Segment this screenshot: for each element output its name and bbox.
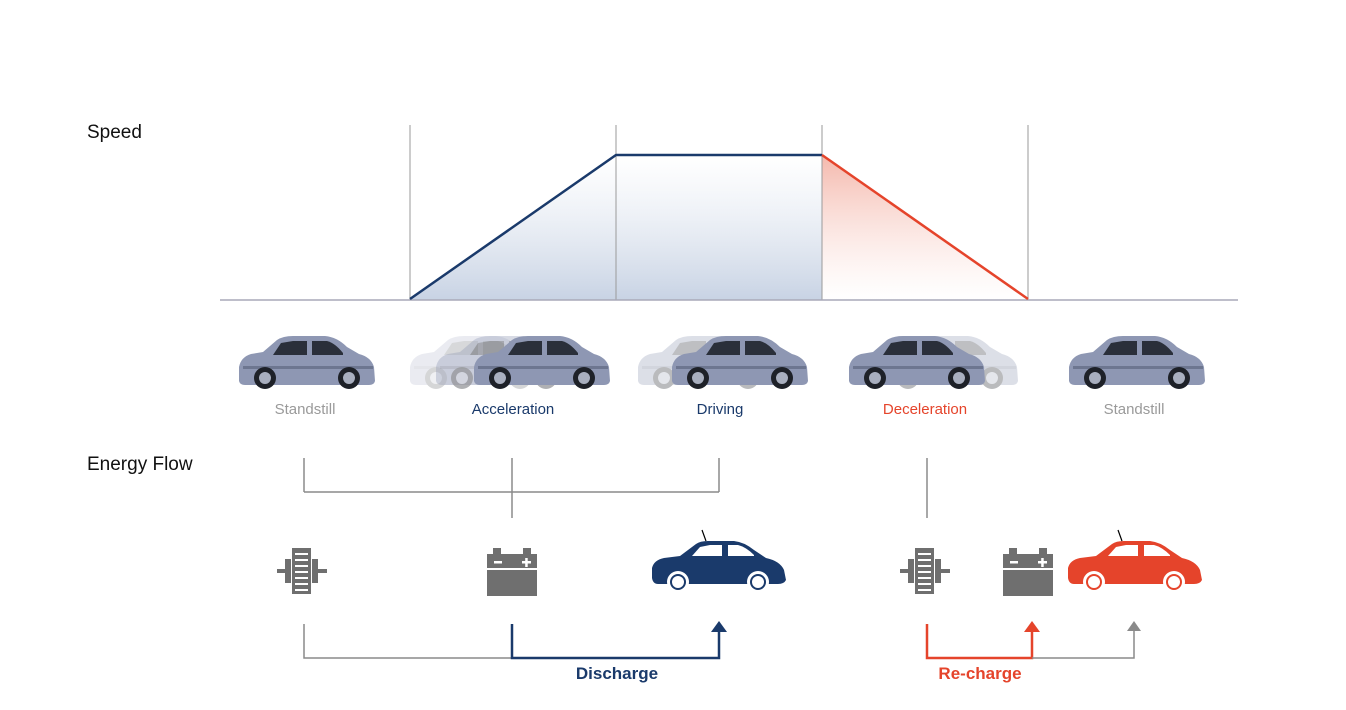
speed-chart <box>220 125 1238 301</box>
battery-icon <box>487 548 537 596</box>
car-standstill <box>1069 336 1205 389</box>
recharge-label: Re-charge <box>938 664 1022 683</box>
car-row <box>239 336 1205 389</box>
phase-label-deceleration: Deceleration <box>882 401 968 418</box>
car-icon <box>651 529 787 594</box>
speed-line-accel-drive <box>409 153 822 301</box>
car-standstill <box>239 336 375 389</box>
energy-flow-lines <box>303 458 1141 660</box>
phase-label-standstill: Standstill <box>274 401 336 418</box>
battery-icon <box>1003 548 1053 596</box>
phase-label-acceleration: Acceleration <box>471 401 555 418</box>
electric-motor-icon <box>900 548 950 594</box>
speed-label: Speed <box>87 122 142 143</box>
electric-motor-icon <box>277 548 327 594</box>
phase-label-standstill: Standstill <box>1103 401 1165 418</box>
energy-flow-label: Energy Flow <box>87 454 193 475</box>
car-icon <box>1067 529 1203 594</box>
discharge-label: Discharge <box>575 664 659 683</box>
phase-label-driving: Driving <box>696 401 744 418</box>
driving-area <box>616 155 822 300</box>
speed-line-decel <box>821 153 1029 301</box>
